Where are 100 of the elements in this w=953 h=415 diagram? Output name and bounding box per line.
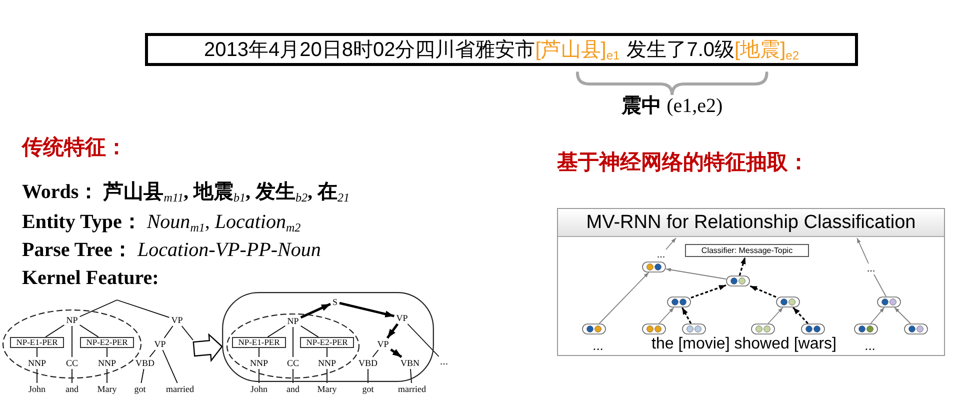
feature-line: Entity Type： Noun$_{m1}$, Location$_{m2}$ xyxy=(22,210,301,234)
dashed-arrow xyxy=(738,256,746,276)
vector-pair-icon xyxy=(801,324,825,334)
entity-mention: [芦山县]$_{e1}$ xyxy=(535,38,620,63)
arrow xyxy=(894,307,911,324)
word-label: John xyxy=(28,384,46,394)
arrow xyxy=(768,307,784,324)
vector-pair-icon xyxy=(904,324,928,334)
parse-tag: NNP xyxy=(317,358,337,368)
sentence-text: 发生了7.0级 xyxy=(626,38,735,63)
branch-line xyxy=(326,348,328,358)
entity-tag-box: NP-E2-PER xyxy=(300,337,354,348)
dashed-arrow xyxy=(690,284,726,298)
branch-line xyxy=(292,326,294,358)
vector-pair-icon xyxy=(667,296,691,308)
branch-line xyxy=(79,324,99,338)
vector-pair-icon xyxy=(642,324,666,334)
brace-label: 震中 (e1,e2) xyxy=(622,94,723,118)
parse-tag: CC xyxy=(286,358,300,368)
branch-line xyxy=(116,300,170,318)
example-sentence: the [movie] showed [wars] xyxy=(652,334,836,354)
feature-line: Kernel Feature: xyxy=(22,266,159,290)
branch-line xyxy=(372,350,379,358)
branch-line xyxy=(181,326,194,340)
entity-tag-box: NP-E1-PER xyxy=(10,337,64,348)
figure-panel xyxy=(557,208,945,356)
branch-line xyxy=(410,368,412,384)
branch-line xyxy=(106,368,108,384)
entity-tag-box: NP-E1-PER xyxy=(232,337,286,348)
branch-line xyxy=(149,350,156,358)
feature-line: Words： 芦山县$_{m11}$, 地震$_{b1}$, 发生$_{b2}$, 在$_{21}$ xyxy=(22,180,350,204)
block-arrow xyxy=(192,333,223,362)
bold-arrow xyxy=(339,302,394,318)
feature-line: Parse Tree： Location-VP-PP-Noun xyxy=(22,238,321,262)
parse-tag: NNP xyxy=(249,358,269,368)
branch-line xyxy=(326,368,328,384)
entity-tag-box: NP-E2-PER xyxy=(80,337,134,348)
branch-line xyxy=(106,348,108,358)
ellipsis: ... xyxy=(866,264,876,274)
word-label: Mary xyxy=(96,384,118,394)
bold-arrow xyxy=(300,302,331,319)
sentence-text: 2013年4月20日8时02分四川省雅安市 xyxy=(204,38,536,63)
parse-tag: VP xyxy=(376,339,390,349)
section-heading: 基于神经网络的特征抽取： xyxy=(557,150,809,176)
branch-line xyxy=(162,350,178,384)
parse-tag: CC xyxy=(65,358,79,368)
dashed-arrow xyxy=(750,285,776,298)
branch-line xyxy=(36,368,38,384)
classifier-box: Classifier: Message-Topic xyxy=(685,244,809,257)
ellipsis: ... xyxy=(592,338,604,354)
entity-mention: [地震]$_{e2}$ xyxy=(734,38,799,63)
branch-line xyxy=(300,325,319,338)
parse-tag: NNP xyxy=(27,358,47,368)
arrow xyxy=(658,307,674,324)
arrow xyxy=(666,268,726,280)
word-label: got xyxy=(133,384,147,394)
branch-line xyxy=(79,300,118,318)
branch-line xyxy=(36,348,38,358)
vector-pair-icon xyxy=(726,276,750,286)
word-label: John xyxy=(250,384,268,394)
dashed-arrow xyxy=(681,307,692,324)
branch-line xyxy=(407,324,440,357)
parse-tag: S xyxy=(332,297,338,307)
bold-arrow xyxy=(390,348,402,358)
branch-line xyxy=(874,274,886,297)
branch-line xyxy=(258,348,260,358)
vector-pair-icon xyxy=(642,262,666,272)
parse-tag: VBD xyxy=(358,358,378,368)
word-label: and xyxy=(64,384,80,394)
branch-line xyxy=(140,368,144,384)
title-bar: MV-RNN for Relationship Classification xyxy=(558,209,944,237)
ellipsis: ... xyxy=(864,338,876,354)
parse-tag: VBN xyxy=(400,358,420,368)
vector-pair-icon xyxy=(582,324,606,334)
sentence-box xyxy=(145,33,858,66)
arrow xyxy=(870,307,885,324)
dashed-arrow xyxy=(792,306,808,324)
word-label: and xyxy=(286,384,300,394)
parse-tag: NP xyxy=(65,315,79,325)
branch-line xyxy=(258,368,260,384)
parse-tag: NP xyxy=(286,316,300,326)
parse-tag: NNP xyxy=(97,358,117,368)
vector-pair-icon xyxy=(751,324,775,334)
word-label: got xyxy=(361,384,375,394)
parse-tag: VP xyxy=(170,315,184,325)
ellipsis: ... xyxy=(438,358,450,366)
branch-line xyxy=(164,326,174,338)
branch-line xyxy=(45,324,65,338)
word-label: Mary xyxy=(316,384,338,394)
bold-arrow xyxy=(386,323,399,339)
branch-line xyxy=(292,368,294,384)
ellipsis: ... xyxy=(656,250,666,260)
vector-pair-icon xyxy=(682,324,706,334)
word-label: married xyxy=(165,384,195,394)
parse-tag: VBD xyxy=(134,358,156,368)
branch-line xyxy=(267,325,286,338)
parse-tag: VP xyxy=(395,313,409,323)
arrow xyxy=(598,272,650,324)
arrow xyxy=(665,238,676,250)
vector-pair-icon xyxy=(877,296,901,308)
